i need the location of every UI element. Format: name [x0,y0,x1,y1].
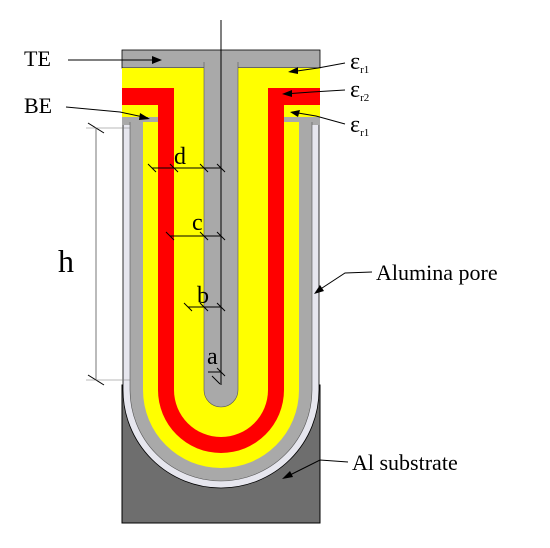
be-arrowhead [139,113,150,120]
be-leader [65,106,149,119]
eps-top-label: εr1 [350,49,369,76]
u-outline-stroke [129,122,313,482]
measure-c [165,231,226,241]
al-substrate-leader [283,459,349,479]
al-substrate-arrowhead [282,471,293,479]
h-label: h [58,243,74,279]
te-arrowhead [152,56,162,64]
measure-d [147,163,226,173]
alumina-leader [315,271,373,293]
eps-top-arrowhead [288,67,298,74]
eps-bot-arrowhead [290,110,300,117]
measure-a [208,367,226,385]
point-label-b: b [197,283,209,309]
point-label-a: a [207,344,218,370]
eps-mid-label: εr2 [350,77,369,104]
alumina-arrowhead [314,285,324,294]
point-label-c: c [192,210,203,236]
eps-bot-label: εr1 [350,112,369,139]
eps-mid-leader [283,89,346,95]
eps-mid-arrowhead [282,90,292,97]
u-inner-outline-stroke [203,62,239,408]
be-label: BE [24,93,52,118]
alumina-pore-label: Alumina pore [376,260,498,285]
al-substrate-label: Al substrate [352,450,458,475]
measure-b [183,302,226,312]
eps-top-leader [289,62,346,73]
point-label-d: d [174,144,186,170]
eps-bot-leader [291,111,346,125]
te-label: TE [24,46,51,71]
